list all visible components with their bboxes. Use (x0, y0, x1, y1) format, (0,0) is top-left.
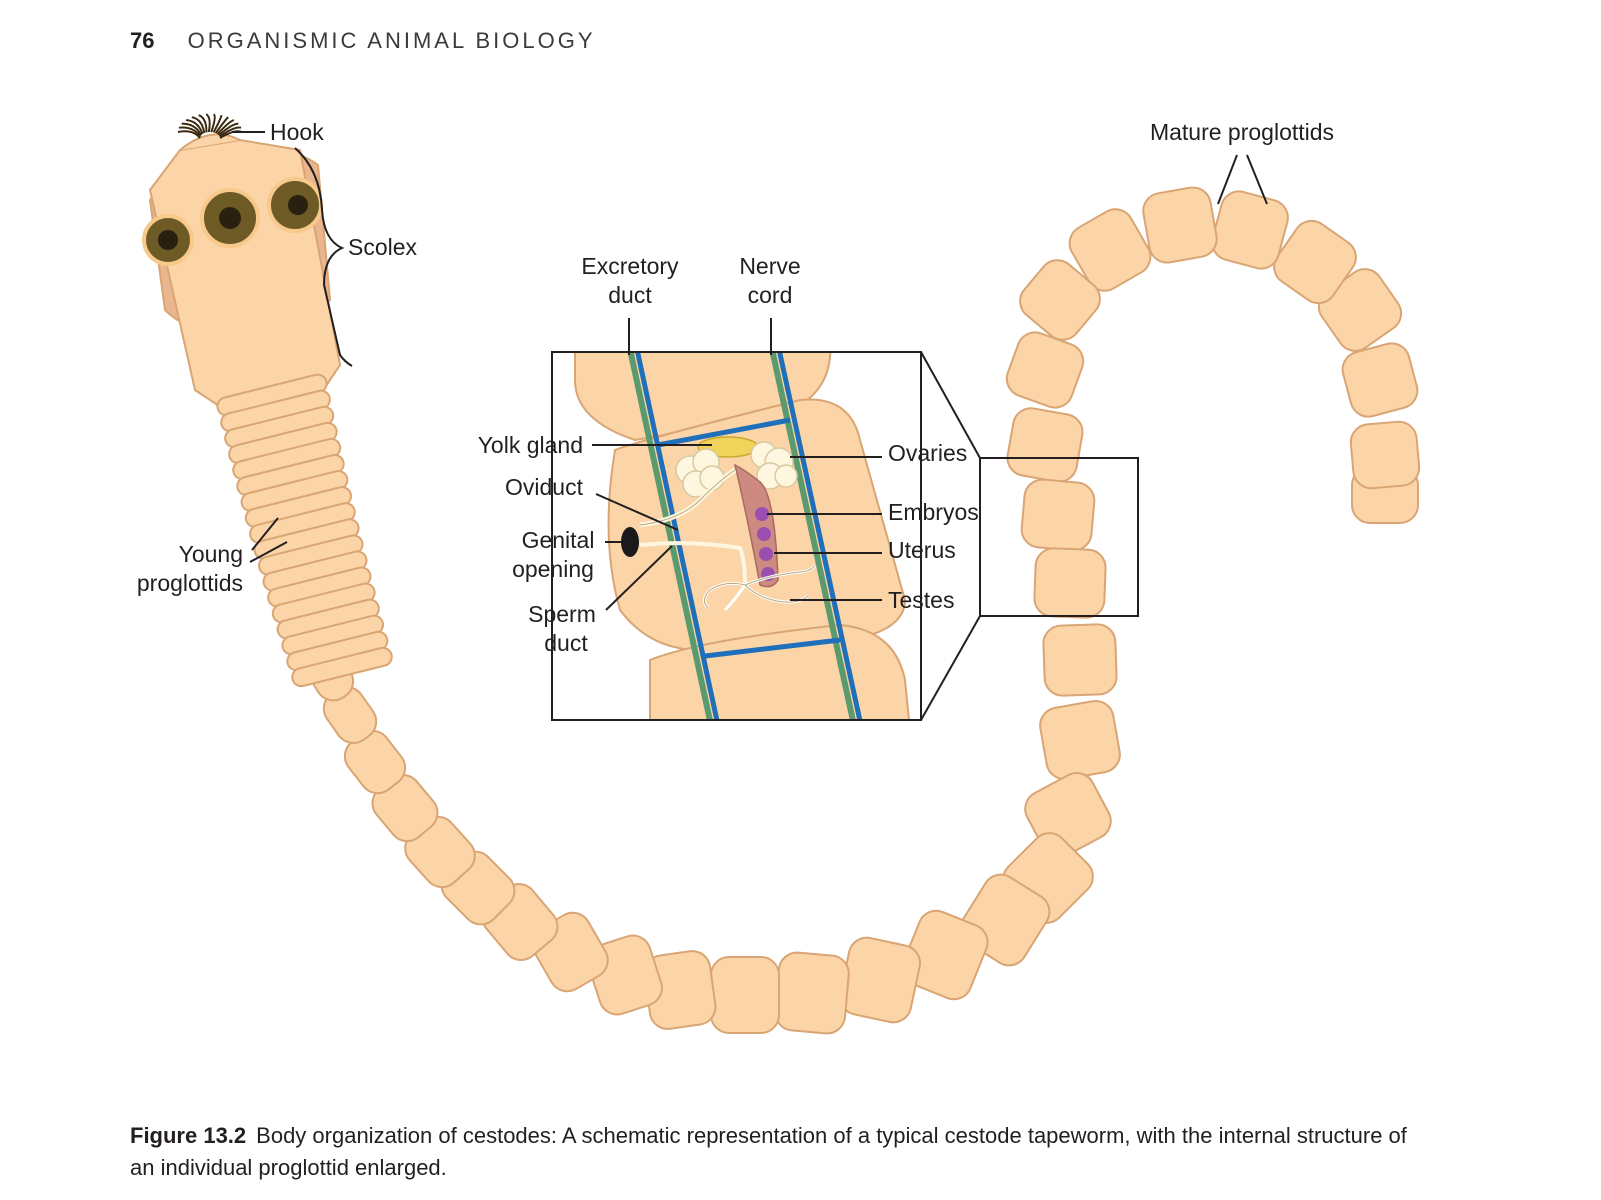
sperm-duct-tube (639, 541, 747, 586)
label-embryos: Embryos (888, 499, 979, 525)
label-sperm-duct-1: Sperm (528, 601, 596, 627)
label-ovaries: Ovaries (888, 440, 967, 466)
caption-text: Body organization of cestodes: A schemat… (130, 1123, 1407, 1180)
label-sperm-duct-2: duct (544, 630, 588, 656)
label-nerve-cord-1: Nerve (739, 253, 800, 279)
nerve-cord-left (635, 352, 720, 720)
mature-proglottid-segment (1033, 547, 1107, 619)
label-uterus: Uterus (888, 537, 956, 563)
label-oviduct: Oviduct (505, 474, 584, 500)
mature-proglottid-segment (1005, 331, 1085, 409)
ovary-right (750, 441, 798, 490)
embryo-1 (755, 507, 769, 521)
label-excretory-duct-1: Excretory (581, 253, 679, 279)
excretory-duct-right (769, 352, 856, 720)
young-proglottids (216, 373, 393, 688)
mature-proglottid-segment (1019, 259, 1101, 341)
zoom-line-top (920, 351, 981, 459)
label-young-proglottids-2: proglottids (137, 570, 243, 596)
label-genital-opening-2: opening (512, 556, 594, 582)
transverse-duct-upper (657, 417, 791, 448)
embryo-3 (759, 547, 773, 561)
label-scolex: Scolex (348, 234, 418, 260)
label-nerve-cord-2: cord (748, 282, 793, 308)
rostellum (179, 133, 241, 151)
mature-proglottid-segment (1006, 407, 1084, 483)
mature-proglottid-segment (1341, 342, 1419, 418)
embryo-2 (757, 527, 771, 541)
label-excretory-duct-2: duct (608, 282, 652, 308)
label-young-proglottids-1: Young (179, 541, 243, 567)
tapeworm-figure: Hook Scolex Young proglottids Mature pro… (137, 113, 1421, 1035)
label-testes: Testes (888, 587, 954, 613)
mature-proglottid-segment (839, 936, 921, 1024)
transverse-duct-lower (704, 637, 841, 659)
mature-proglottid-segment (1273, 219, 1357, 305)
mature-proglottid-segment (1211, 190, 1289, 270)
mature-proglottid-segment (1042, 623, 1118, 697)
running-head: ORGANISMIC ANIMAL BIOLOGY (187, 28, 596, 53)
mature-proglottid-segment (710, 956, 780, 1034)
label-yolk-gland: Yolk gland (478, 432, 583, 458)
genital-opening (621, 527, 639, 557)
leader-lines (232, 131, 1268, 611)
nerve-cord-right (777, 352, 863, 720)
inset-frame (551, 351, 922, 721)
oviduct-outline (639, 469, 736, 526)
scolex (142, 113, 342, 412)
zoom-line-bottom (920, 615, 981, 721)
sucker-left-center (158, 230, 178, 250)
page-header: 76 ORGANISMIC ANIMAL BIOLOGY (130, 28, 596, 54)
mature-proglottid-segment (1020, 478, 1096, 552)
mature-proglottid-segment (1068, 208, 1152, 292)
excretory-duct-left (627, 352, 713, 720)
ovary-left (675, 448, 725, 498)
mature-proglottid-segment (1142, 186, 1218, 264)
label-hook: Hook (270, 119, 324, 145)
sucker-middle-center (219, 207, 241, 229)
page-number: 76 (130, 28, 155, 53)
mature-proglottid-segment (1039, 699, 1121, 781)
mature-proglottid-segment (1349, 420, 1421, 490)
label-mature-proglottids: Mature proglottids (1150, 119, 1334, 145)
enlarged-segment-box (979, 457, 1139, 617)
proglottid-inset (551, 351, 922, 721)
mature-proglottid-segment (901, 909, 989, 1001)
caption-label: Figure 13.2 (130, 1123, 247, 1148)
mature-proglottid-segment (774, 951, 850, 1035)
young-proglottid-ring (291, 646, 393, 688)
sucker-right-center (288, 195, 308, 215)
label-genital-opening-1: Genital (522, 527, 595, 553)
